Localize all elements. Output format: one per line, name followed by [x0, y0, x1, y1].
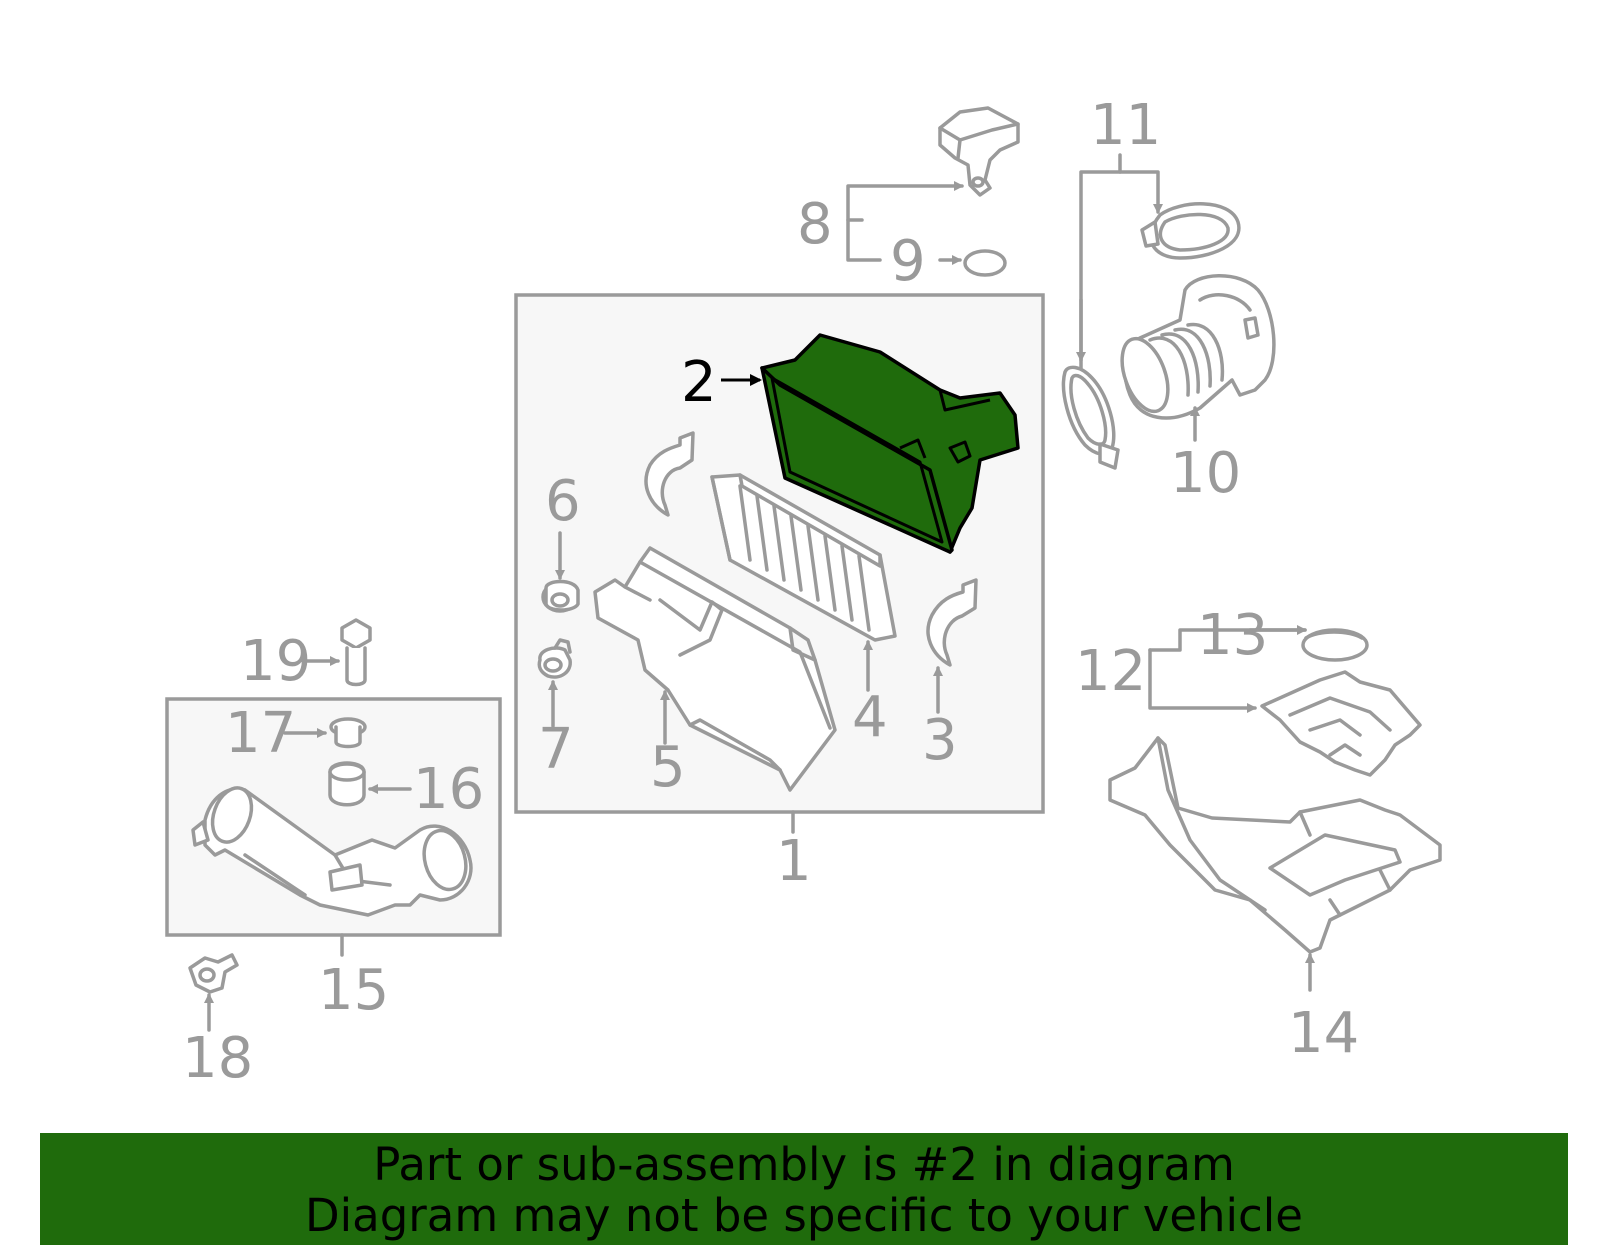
part-14-tray[interactable]: [1108, 736, 1442, 954]
callout-4[interactable]: 4: [852, 685, 888, 750]
callout-14[interactable]: 14: [1288, 1001, 1359, 1066]
part-8-mass-air-flow-sensor[interactable]: [938, 106, 1020, 197]
callout-6[interactable]: 6: [545, 469, 581, 534]
callout-7[interactable]: 7: [538, 717, 574, 782]
part-7-clip[interactable]: [537, 638, 572, 679]
part-9-o-ring[interactable]: [963, 249, 1007, 277]
part-10-intake-duct[interactable]: [1113, 274, 1276, 420]
callout-19[interactable]: 19: [240, 629, 311, 694]
part-2-upper-cover[interactable]: [760, 333, 1020, 554]
callout-9[interactable]: 9: [890, 229, 926, 294]
callout-15[interactable]: 15: [318, 958, 389, 1023]
part-4-filter-element[interactable]: [710, 473, 897, 642]
callout-1[interactable]: 1: [776, 829, 812, 894]
callout-17[interactable]: 17: [225, 701, 296, 766]
part-19-bolt[interactable]: [340, 618, 372, 687]
callout-8[interactable]: 8: [797, 192, 833, 257]
banner-line-disclaimer: Diagram may not be specific to your vehi…: [305, 1189, 1303, 1242]
part-16-grommet[interactable]: [328, 761, 366, 807]
callout-16[interactable]: 16: [413, 757, 484, 822]
info-banner: Part or sub-assembly is #2 in diagram Di…: [40, 1133, 1568, 1245]
part-6-grommet[interactable]: [541, 579, 580, 613]
callout-2[interactable]: 2: [681, 350, 717, 415]
banner-line-part-number: Part or sub-assembly is #2 in diagram: [373, 1138, 1235, 1191]
part-3-clips[interactable]: [644, 431, 978, 667]
callout-12[interactable]: 12: [1075, 639, 1146, 704]
part-15-intake-tube[interactable]: [191, 783, 473, 917]
part-11-clamps[interactable]: [1061, 202, 1241, 470]
callout-5[interactable]: 5: [650, 735, 686, 800]
callout-18[interactable]: 18: [182, 1026, 253, 1091]
callout-11[interactable]: 11: [1090, 93, 1161, 158]
part-5-lower-housing[interactable]: [593, 546, 837, 792]
callout-13[interactable]: 13: [1197, 603, 1268, 668]
part-12-bracket[interactable]: [1260, 670, 1422, 777]
part-13-cap[interactable]: [1301, 628, 1369, 662]
callout-3[interactable]: 3: [922, 708, 958, 773]
part-18-clip[interactable]: [188, 953, 239, 994]
callout-10[interactable]: 10: [1170, 441, 1241, 506]
part-17-nut[interactable]: [329, 717, 367, 749]
